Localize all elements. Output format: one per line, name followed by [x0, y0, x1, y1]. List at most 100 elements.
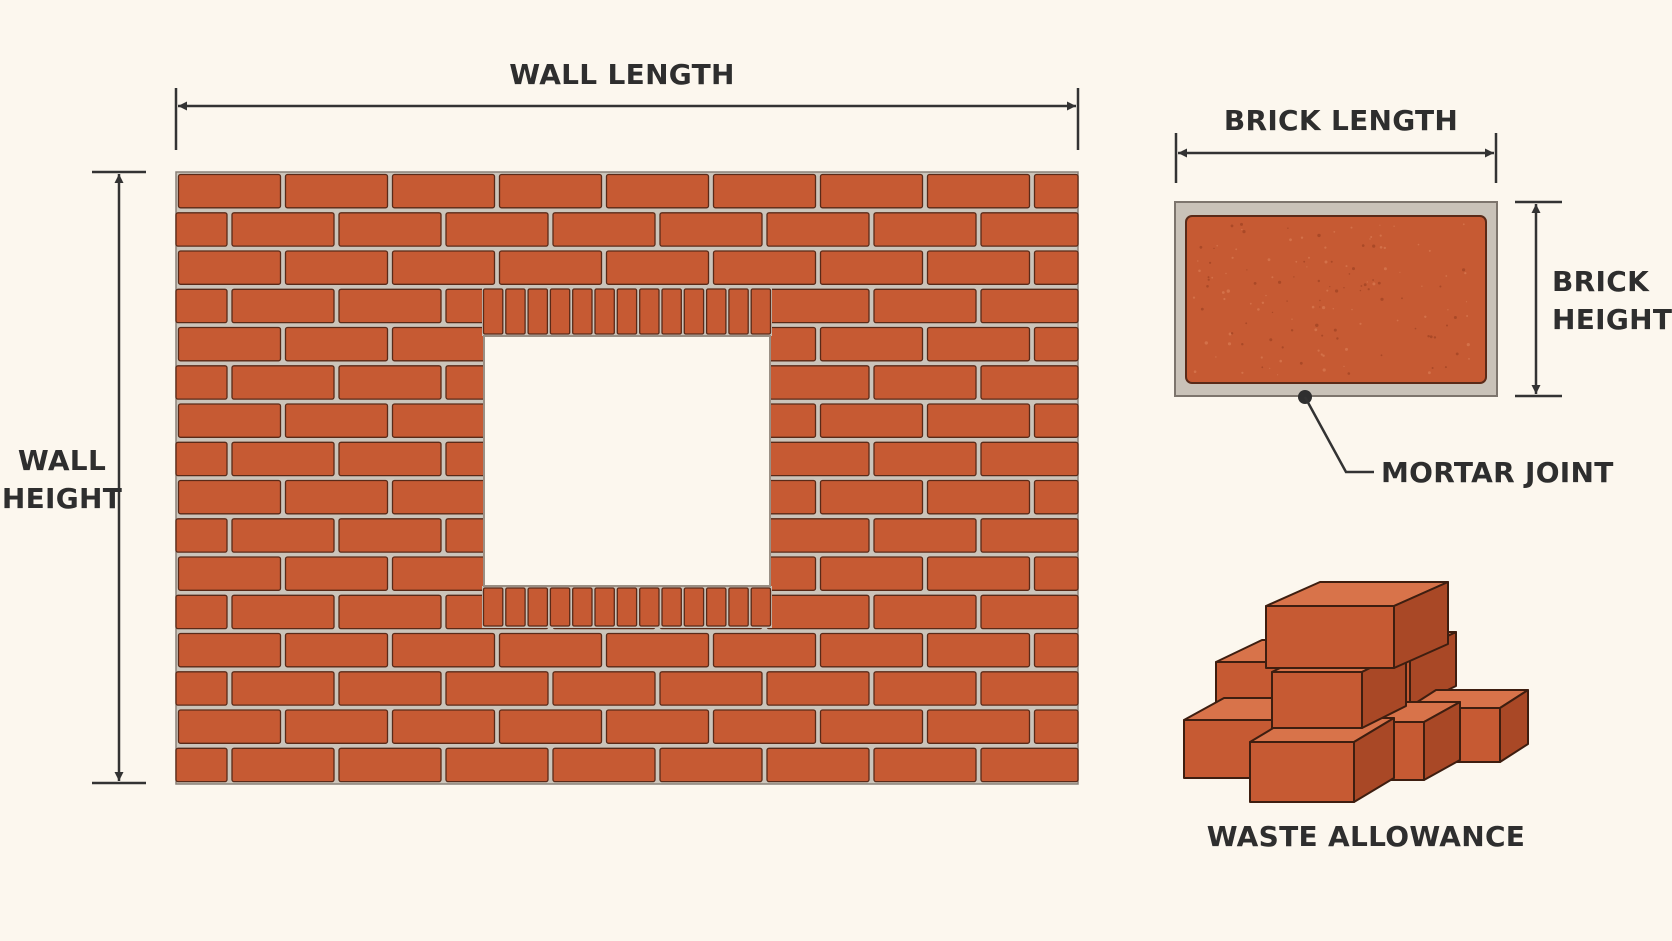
wall-brick	[175, 671, 228, 706]
brick-speckle	[1278, 280, 1282, 284]
brick-speckle	[1330, 260, 1333, 263]
mortar-joint-leader	[1303, 396, 1374, 474]
wall-brick	[445, 747, 549, 783]
brick-speckle	[1320, 353, 1323, 356]
brick-speckle	[1261, 366, 1264, 369]
brick-speckle	[1379, 224, 1381, 226]
soldier-brick	[750, 587, 772, 627]
brick-speckle	[1303, 260, 1306, 263]
brick-speckle	[1370, 236, 1373, 238]
wall-brick	[712, 250, 817, 285]
wall-brick	[338, 747, 442, 783]
brick-speckle	[1215, 356, 1217, 358]
wall-brick	[712, 632, 817, 668]
soldier-brick	[594, 587, 615, 627]
wall-brick	[766, 365, 870, 400]
wall-length-label: WALL LENGTH	[509, 58, 734, 91]
brick-speckle	[1417, 243, 1420, 246]
brick-speckle	[1198, 269, 1201, 273]
brick-speckle	[1300, 236, 1304, 239]
wall-brick	[1033, 556, 1079, 591]
brick-speckle	[1383, 246, 1387, 250]
brick-speckle	[1347, 372, 1351, 375]
wall-brick	[659, 747, 763, 783]
brick-speckle	[1433, 336, 1437, 339]
brick-speckle	[1421, 285, 1423, 287]
wall-brick	[926, 326, 1031, 362]
wall-height-label-line1: WALL	[18, 444, 106, 477]
brick-speckle	[1348, 273, 1351, 275]
brick-speckle	[1324, 260, 1328, 264]
brick-speckle	[1377, 281, 1381, 285]
wall-brick	[338, 671, 442, 706]
wall-brick	[338, 365, 442, 400]
brick-speckle	[1213, 247, 1215, 250]
brick-height-label-line2: HEIGHT	[1552, 303, 1672, 336]
brick-speckle	[1343, 287, 1345, 289]
brick-speckle	[1290, 329, 1294, 332]
brick-speckle	[1329, 286, 1331, 288]
brick-speckle	[1345, 265, 1348, 268]
brick-speckle	[1271, 311, 1274, 314]
wall-length-dimension: WALL LENGTH	[174, 58, 1080, 150]
wall-brick	[819, 250, 924, 285]
brick-speckle	[1260, 356, 1263, 359]
brick-speckle	[1246, 269, 1248, 271]
brick-speckle	[1241, 228, 1243, 231]
wall-brick	[819, 403, 924, 438]
brick-speckle	[1359, 289, 1362, 292]
brick-height-label-line1: BRICK	[1552, 265, 1650, 298]
wall-brick	[873, 518, 977, 553]
brick-speckle	[1235, 248, 1238, 251]
brick-speckle	[1332, 308, 1335, 310]
wall-brick	[177, 632, 282, 668]
wall-brick	[284, 403, 389, 438]
brick-speckle	[1351, 308, 1353, 311]
brick-speckle	[1453, 316, 1457, 319]
brick-speckle	[1317, 279, 1321, 283]
brick-speckle	[1289, 238, 1292, 242]
wall-brick	[391, 173, 496, 209]
lintel-bricks	[482, 287, 772, 336]
soldier-brick	[728, 288, 749, 335]
brick-speckle	[1257, 308, 1260, 311]
brick-speckle	[1306, 266, 1308, 268]
wall-brick	[766, 594, 870, 630]
brick-speckle	[1401, 297, 1403, 300]
brick-speckle	[1324, 246, 1327, 249]
wall-brick	[766, 212, 870, 247]
wall-brick	[284, 479, 389, 515]
pile-brick	[1265, 581, 1449, 669]
wall-brick	[391, 403, 496, 438]
wall-brick	[980, 594, 1079, 630]
brick-speckle	[1199, 245, 1203, 249]
brick-speckle	[1207, 278, 1210, 281]
brick-speckle	[1393, 225, 1395, 227]
wall-brick	[338, 518, 442, 553]
brick-speckle	[1360, 285, 1363, 287]
brick-speckle	[1447, 309, 1449, 311]
soldier-brick	[750, 288, 772, 335]
brick-speckle	[1293, 276, 1295, 278]
brick-speckle	[1225, 272, 1227, 275]
brick-speckle	[1431, 367, 1434, 369]
brick-speckle	[1372, 244, 1376, 248]
wall-brick	[552, 671, 656, 706]
wall-brick	[391, 556, 496, 591]
brick-speckle	[1286, 300, 1288, 302]
brick-speckle	[1466, 343, 1470, 347]
brick-speckle	[1281, 346, 1284, 349]
sill-bricks	[482, 586, 772, 628]
wall-brick	[605, 709, 710, 744]
wall-brick	[926, 556, 1031, 591]
wall-brick	[498, 632, 603, 668]
brick-speckle	[1295, 260, 1298, 263]
brick-speckle	[1216, 244, 1218, 247]
brick-speckle	[1319, 299, 1321, 302]
brick-speckle	[1428, 371, 1431, 375]
brick-speckle	[1211, 276, 1214, 279]
wall-brick	[231, 441, 335, 477]
brick-speckle	[1228, 332, 1232, 336]
wall-brick	[980, 365, 1079, 400]
